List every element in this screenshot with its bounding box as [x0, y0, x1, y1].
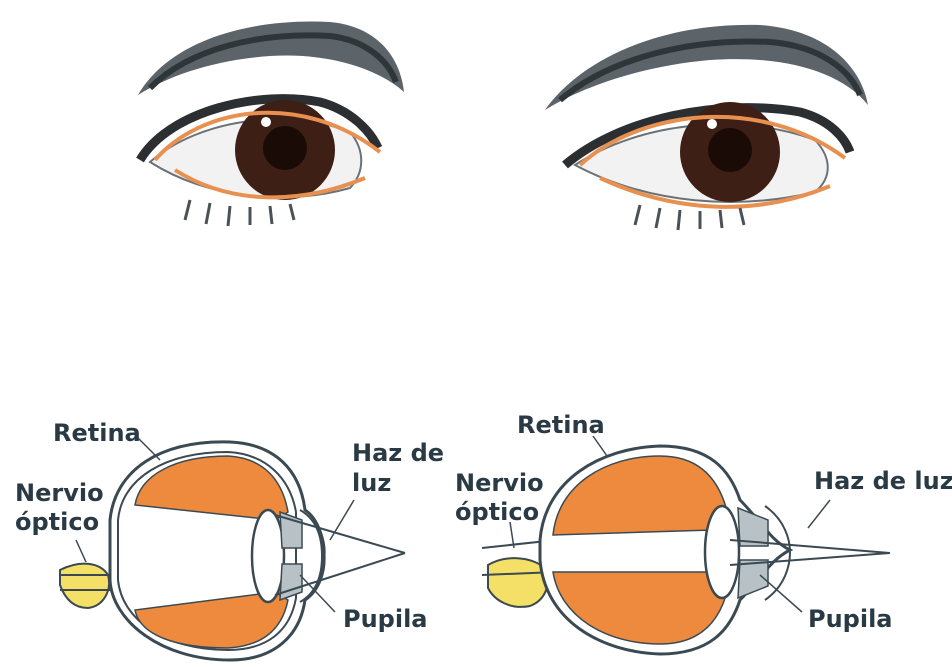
- left-eye-illustration: [138, 22, 404, 226]
- label-haz-right: Haz de luz: [814, 468, 952, 495]
- left-lens: [252, 510, 284, 602]
- left-eyebrow: [138, 22, 404, 95]
- right-optic-nerve: [488, 558, 548, 607]
- right-lens: [705, 506, 739, 598]
- label-retina-right: Retina: [517, 412, 605, 439]
- left-optic-nerve: [60, 564, 109, 608]
- label-nervio-right-1: Nervio: [455, 470, 544, 497]
- right-retina-top: [553, 456, 728, 535]
- label-pupila-right: Pupila: [808, 606, 893, 633]
- label-retina-left: Retina: [53, 420, 141, 447]
- label-haz-left-1: Haz de: [352, 440, 444, 467]
- label-haz-left-2: luz: [352, 470, 391, 497]
- right-eyebrow: [545, 25, 868, 110]
- right-eye-illustration: [545, 25, 868, 230]
- label-nervio-left-2: óptico: [15, 509, 99, 536]
- label-nervio-right-2: óptico: [455, 499, 539, 526]
- label-nervio-left-1: Nervio: [15, 480, 104, 507]
- label-pupila-left: Pupila: [343, 606, 428, 633]
